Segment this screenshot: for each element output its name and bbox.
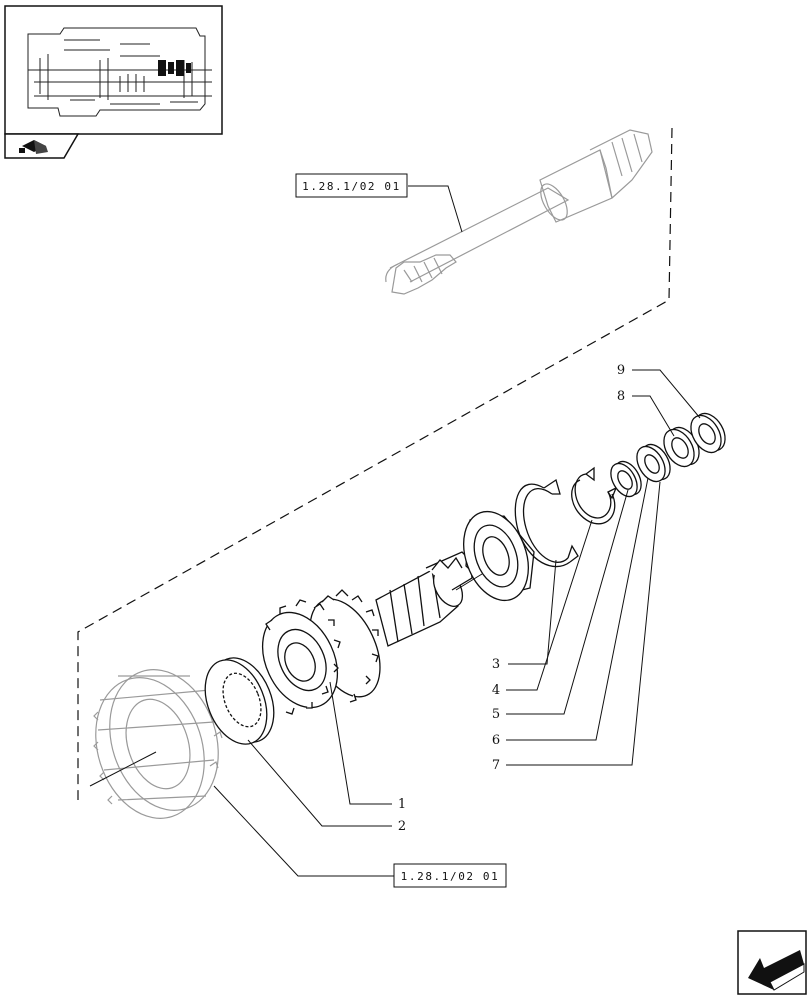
callout-8: 8	[617, 389, 625, 404]
hub-axis-line	[89, 751, 157, 787]
book-page-icon	[19, 140, 48, 154]
assembly-thumbnail[interactable]	[4, 5, 223, 135]
part-2-splined-washer[interactable]	[194, 649, 286, 754]
part-9-snap-ring[interactable]	[685, 408, 732, 458]
callout-7: 7	[492, 758, 500, 773]
callout-4: 4	[492, 683, 500, 698]
part-8-thrust-washer[interactable]	[658, 422, 706, 472]
part-6-washer[interactable]	[605, 457, 646, 501]
callout-5: 5	[492, 707, 500, 722]
reference-box-top[interactable]: 1.28.1/02 01	[295, 173, 408, 198]
ghost-main-shaft	[385, 129, 653, 295]
reference-box-bottom[interactable]: 1.28.1/02 01	[393, 863, 507, 888]
leader-lines	[213, 185, 701, 877]
callout-1: 1	[398, 797, 406, 812]
back-arrow-icon	[748, 950, 805, 991]
part-4-large-circlip[interactable]	[514, 478, 579, 568]
callout-2: 2	[398, 819, 406, 834]
callout-numbers: 3 4 5 6 7 1 2 9 8	[398, 363, 625, 834]
callout-6: 6	[492, 733, 500, 748]
back-navigation-button[interactable]	[737, 930, 807, 995]
part-5-small-circlip[interactable]	[571, 466, 618, 525]
callout-9: 9	[617, 363, 625, 378]
part-7-spacer-ring[interactable]	[631, 440, 676, 487]
reference-label-bottom: 1.28.1/02 01	[401, 870, 500, 883]
shaft-axis-line	[455, 573, 483, 591]
reference-label-top: 1.28.1/02 01	[302, 180, 401, 193]
part-1-double-gear-shaft[interactable]	[248, 551, 473, 720]
assembly-boundary-dashed	[77, 127, 673, 800]
part-3-ball-bearing[interactable]	[452, 503, 540, 610]
callout-3: 3	[492, 657, 500, 672]
